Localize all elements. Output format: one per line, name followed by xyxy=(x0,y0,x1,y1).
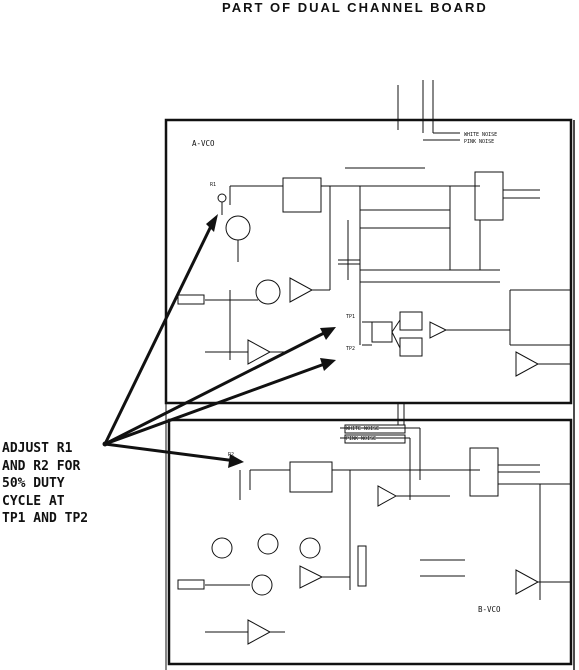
white-noise-b: WHITE NOISE xyxy=(346,426,379,432)
r2-label: R2 xyxy=(228,452,234,458)
page-title: PART OF DUAL CHANNEL BOARD xyxy=(222,0,488,15)
tp2-label-text: TP2 xyxy=(346,346,355,352)
arrowhead-r1 xyxy=(206,214,218,232)
panel-b-label: B-VCO xyxy=(478,605,501,614)
arrowhead-r2 xyxy=(228,454,244,468)
tp1-label-text: TP1 xyxy=(346,314,355,320)
arrowhead-tp2 xyxy=(320,358,336,371)
adjust-note: ADJUST R1 AND R2 FOR 50% DUTY CYCLE AT T… xyxy=(2,441,89,526)
panel-a-frame xyxy=(164,118,573,405)
r1-label: R1 xyxy=(210,182,216,188)
white-noise-a: WHITE NOISE xyxy=(464,132,497,138)
panel-b-frame xyxy=(167,418,573,666)
pink-noise-a: PINK NOISE xyxy=(464,139,494,145)
pink-noise-b: PINK NOISE xyxy=(346,436,376,442)
panel-a-label: A-VCO xyxy=(192,139,215,148)
arrowhead-tp1 xyxy=(320,327,336,340)
